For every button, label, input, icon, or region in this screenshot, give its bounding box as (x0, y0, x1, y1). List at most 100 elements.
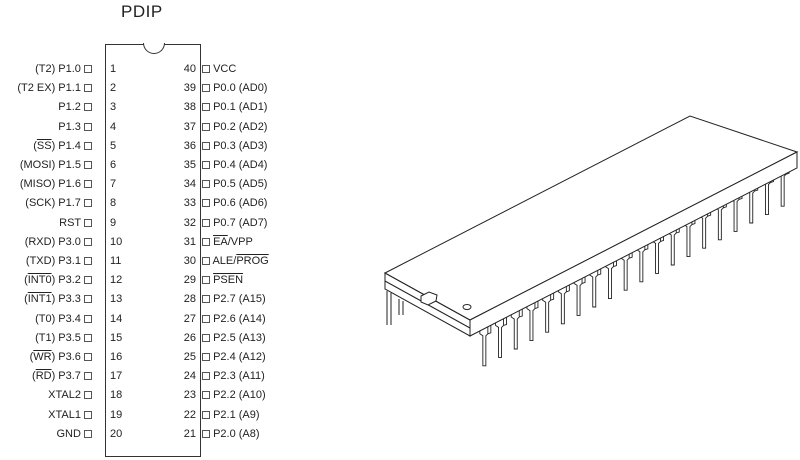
right-pin-row: ALE/PROG (202, 254, 269, 268)
pin-pad (84, 295, 92, 304)
pin-label: ALE/PROG (212, 255, 268, 267)
pin-number: 3 (110, 101, 117, 114)
label-text: (TXD) P3.1 (25, 255, 81, 267)
pin-pad (202, 237, 210, 246)
active-low-text: PROG (236, 255, 269, 267)
pin-pad (202, 141, 210, 150)
pin-number: 7 (110, 178, 117, 191)
pin-number: 23 (183, 389, 196, 402)
pin-label: P2.5 (A13) (213, 332, 266, 344)
active-low-text: INT0 (27, 274, 52, 287)
pin-label: (WR) P3.6 (30, 351, 81, 363)
right-pin-row: P0.3 (AD3) (202, 139, 267, 153)
pin-label: P0.7 (AD7) (213, 217, 267, 229)
label-text: GND (56, 427, 81, 440)
left-pin-row: (T0) P3.4 (35, 312, 92, 326)
pin-label: VCC (213, 63, 236, 75)
left-pin-row: XTAL2 (48, 388, 92, 402)
pin-label: (SS) P1.4 (33, 140, 81, 152)
pin-pad (202, 314, 210, 323)
label-text: XTAL1 (48, 408, 81, 421)
pin-label: P2.7 (A15) (213, 293, 266, 305)
right-pin-row: P0.1 (AD1) (202, 100, 267, 114)
right-pin-row: P0.5 (AD5) (202, 177, 267, 191)
label-text: P0.6 (AD6) (213, 197, 268, 210)
pin-pad (84, 141, 92, 150)
label-text: P0.3 (AD3) (213, 139, 268, 152)
pin-label: (SCK) P1.7 (25, 197, 81, 209)
pin-label: P2.0 (A8) (213, 428, 259, 440)
pin-label: (T1) P3.5 (35, 332, 81, 344)
pin-number: 11 (110, 255, 122, 267)
package-side-front (469, 151, 798, 337)
label-text: ( (32, 370, 36, 383)
left-pin-row: (MISO) P1.6 (20, 177, 92, 191)
pin-label: (MISO) P1.6 (20, 178, 81, 190)
label-text: P0.0 (AD0) (213, 82, 268, 95)
pin-pad (202, 218, 210, 227)
right-pin-row: P2.1 (A9) (202, 408, 260, 422)
pin-pad (202, 84, 210, 93)
pin-label: XTAL1 (48, 409, 81, 421)
pin-number: 8 (110, 197, 117, 210)
pin-label: P2.6 (A14) (213, 313, 266, 325)
pin-pad (202, 257, 210, 265)
pin-label: (TXD) P3.1 (26, 255, 81, 267)
left-pin-row: (T2 EX) P1.1 (17, 81, 92, 95)
label-text: RST (59, 216, 81, 229)
right-pin-row: P0.7 (AD7) (202, 216, 267, 230)
pin-pad (84, 391, 92, 400)
pin-label: P0.2 (AD2) (213, 121, 267, 133)
pin-number: 17 (110, 370, 123, 383)
pin-label: P1.3 (58, 121, 81, 133)
pin-pad (84, 161, 92, 169)
pin-number: 19 (110, 408, 123, 421)
pin-label: (T2 EX) P1.1 (17, 82, 81, 94)
label-text: (MISO) P1.6 (19, 178, 81, 191)
pin-number: 10 (110, 235, 123, 248)
pin-label: (INT0) P3.2 (24, 274, 81, 286)
pin-pad (84, 333, 92, 342)
pin-pad (84, 237, 92, 246)
active-low-text: EA (213, 235, 228, 248)
label-text: ( (29, 351, 34, 363)
pin-number: 12 (110, 274, 123, 287)
label-text: P1.3 (58, 120, 81, 133)
pin-pad (202, 410, 210, 419)
pin-pad (84, 122, 92, 131)
pin-number: 27 (183, 312, 196, 325)
active-low-text: INT1 (27, 293, 52, 306)
pin-pad (84, 199, 92, 208)
active-low-text: PSEN (213, 274, 244, 287)
pin-pad (202, 295, 210, 304)
label-text: P2.3 (A11) (213, 370, 265, 383)
right-pin-row: EA/VPP (202, 235, 253, 249)
pin-pad (84, 276, 92, 285)
pin-number: 16 (110, 351, 123, 363)
label-text: P0.2 (AD2) (213, 120, 268, 133)
pin-label: P2.1 (A9) (213, 409, 259, 421)
active-low-text: WR (33, 351, 52, 363)
pin-number: 30 (183, 255, 196, 267)
left-pin-row: (T1) P3.5 (35, 331, 92, 345)
pin-pad (202, 333, 210, 342)
pin-pad (202, 276, 210, 285)
pin-number: 18 (110, 389, 123, 402)
pin-pad (84, 65, 92, 73)
pin-label: P0.3 (AD3) (213, 140, 267, 152)
pin-number: 34 (183, 178, 196, 191)
pin-number: 4 (110, 120, 117, 133)
right-pin-row: P0.4 (AD4) (202, 158, 267, 172)
left-pin-row: (SCK) P1.7 (25, 196, 92, 210)
pin-label: P2.2 (A10) (213, 389, 266, 401)
pin-number: 15 (110, 331, 123, 344)
label-text: (T2) P1.0 (35, 63, 81, 75)
pin-label: (RD) P3.7 (32, 370, 81, 382)
left-pin-row: (RD) P3.7 (32, 369, 92, 383)
label-text: VCC (213, 63, 237, 75)
right-pin-row: P2.0 (A8) (202, 427, 260, 441)
pin-number: 36 (183, 139, 196, 152)
pin-pad (202, 199, 210, 208)
package-title: PDIP (121, 2, 163, 21)
pin-number: 32 (183, 216, 196, 229)
